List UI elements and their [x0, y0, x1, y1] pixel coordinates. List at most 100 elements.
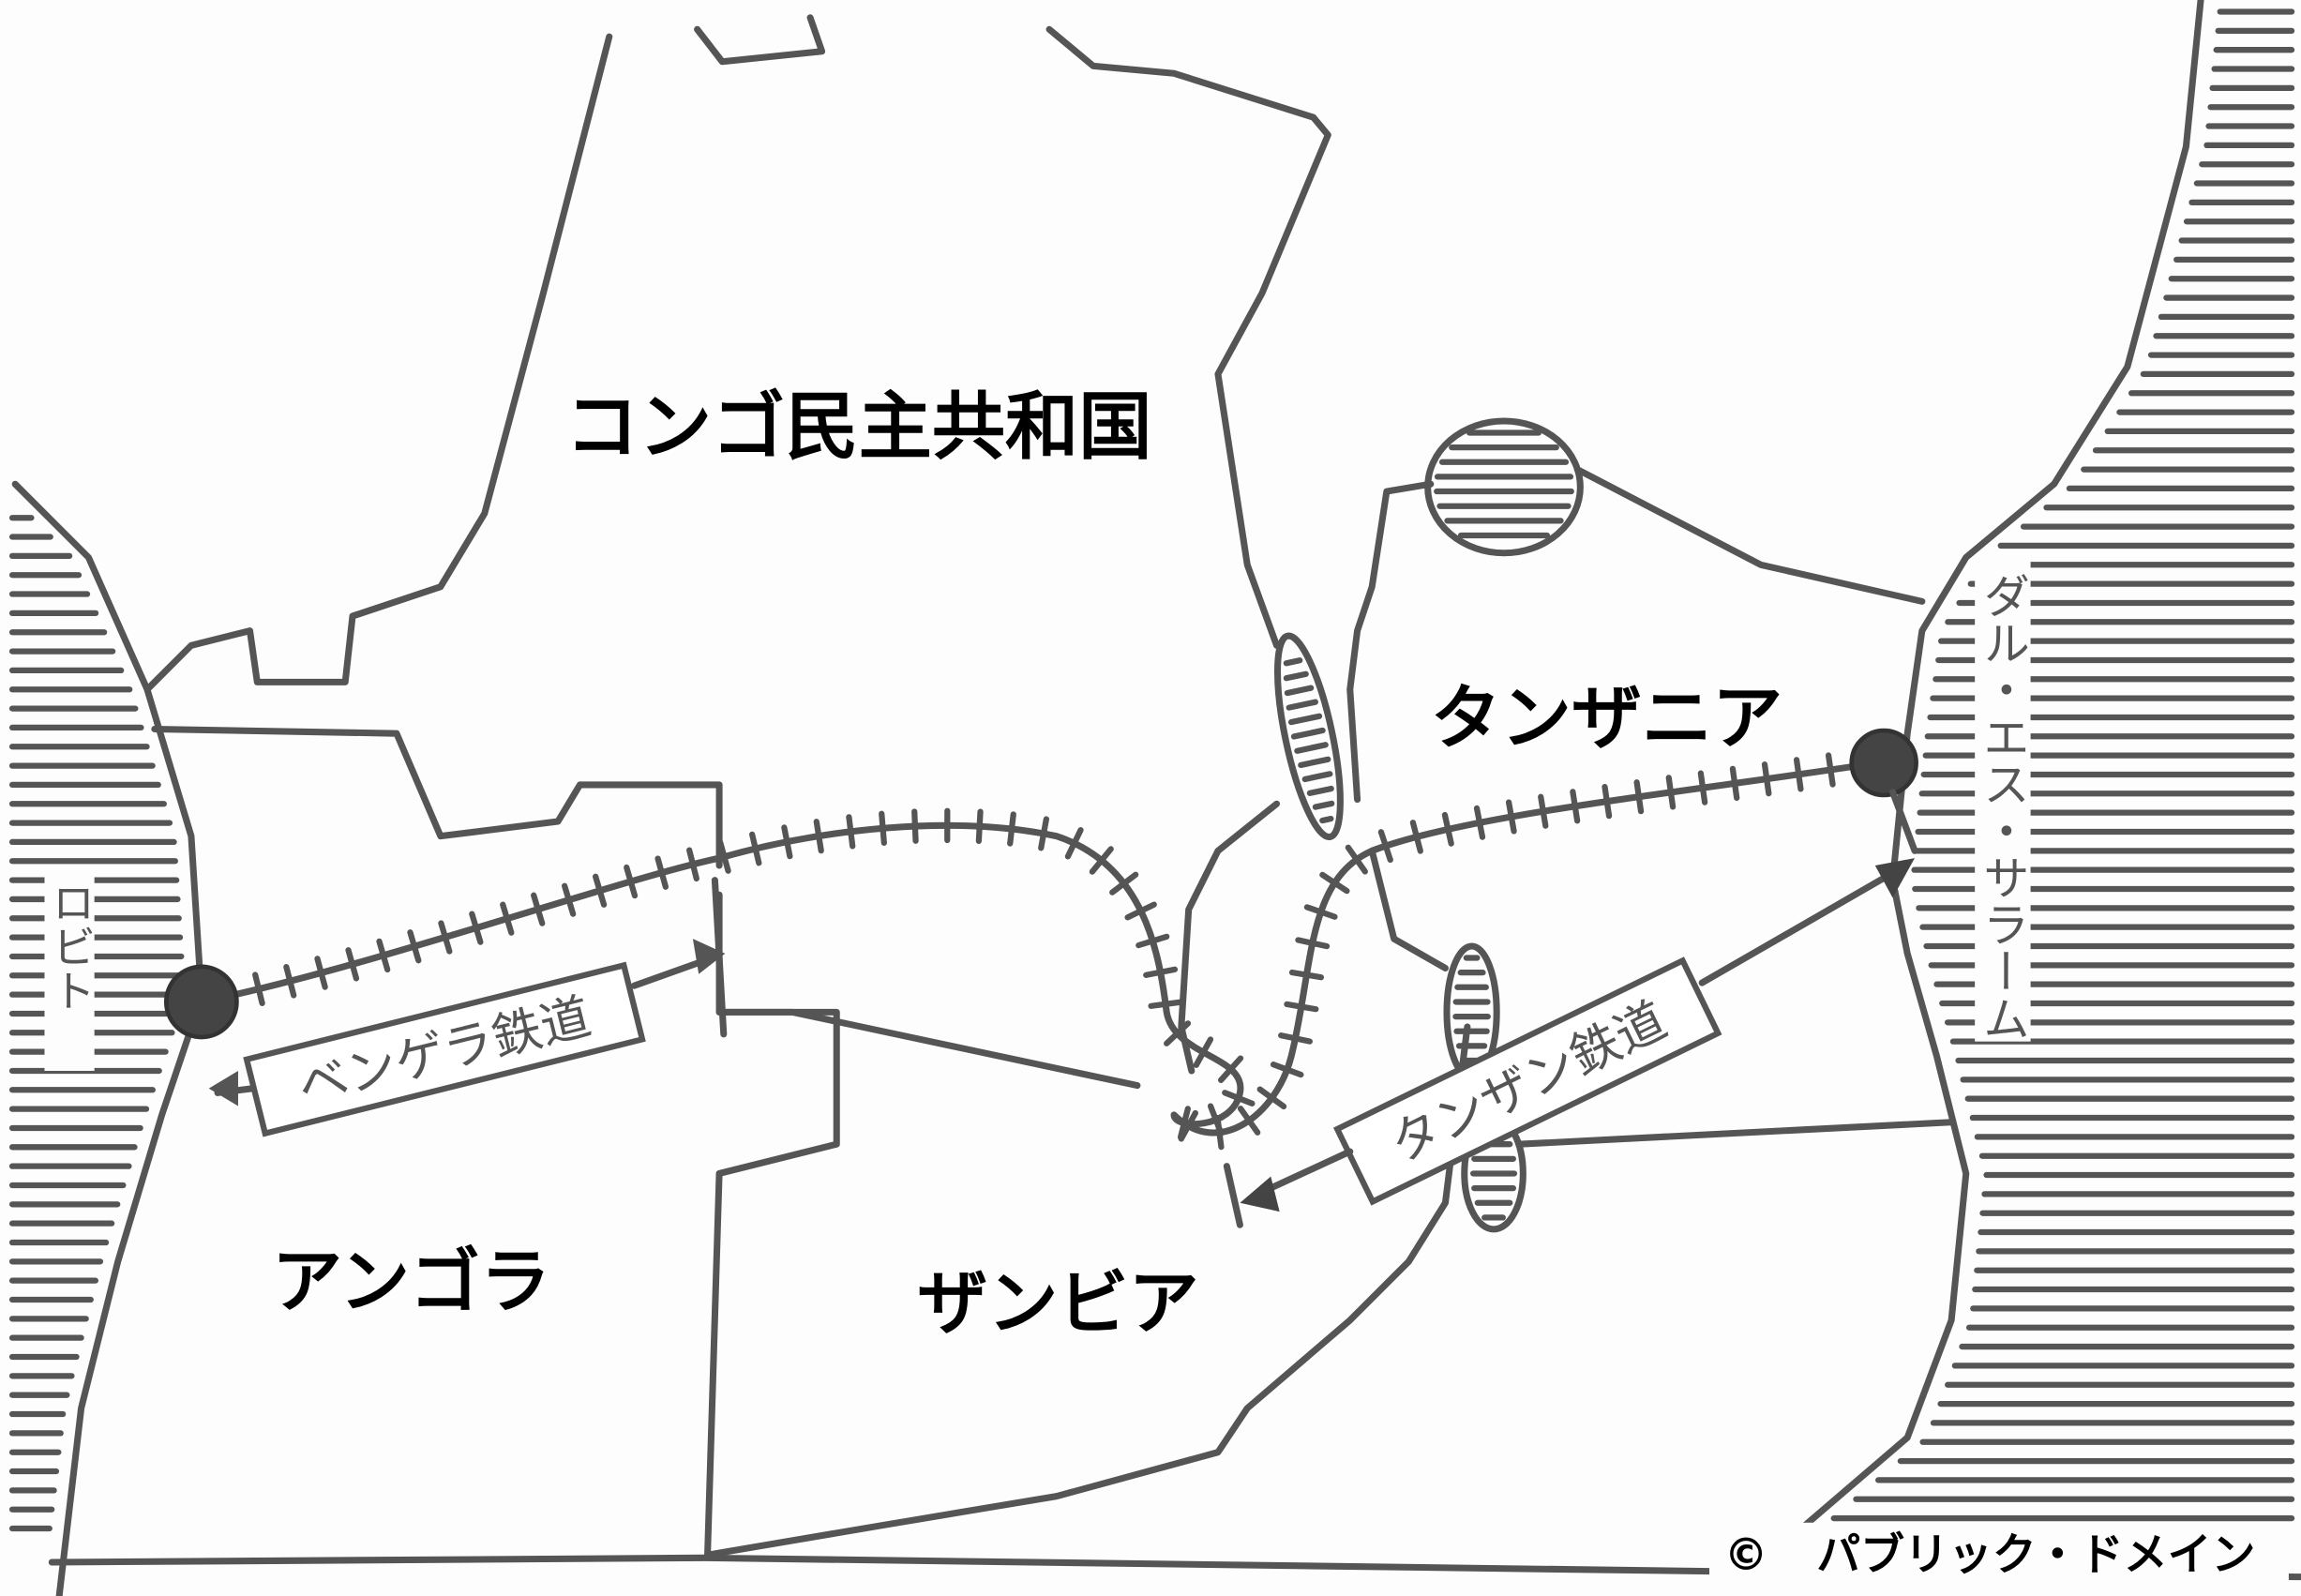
- railway-tie: [252, 971, 265, 1007]
- tazara-end-mark: [1223, 1163, 1243, 1228]
- railway-tie: [593, 873, 608, 908]
- lake-hatching: [1283, 657, 1335, 824]
- railway-tie: [975, 808, 984, 845]
- railway-tie: [1148, 999, 1183, 1009]
- railway-tie: [1143, 966, 1179, 978]
- railway-tie: [717, 839, 731, 874]
- arrowhead-right-icon: [692, 939, 726, 974]
- lake-hatch-line: [1298, 756, 1331, 769]
- railway-tie: [813, 819, 824, 854]
- railway-tie: [1345, 844, 1368, 875]
- railway-ties: [252, 752, 1836, 1151]
- railway-tie: [1214, 1114, 1225, 1151]
- lake-tanganyika: [1273, 632, 1344, 841]
- railway-tie: [1256, 1086, 1287, 1110]
- railway-tie: [1278, 1032, 1313, 1045]
- railway-tie: [1217, 1055, 1244, 1083]
- railway-tie: [1038, 816, 1049, 851]
- arrowhead-left-icon: [1240, 1176, 1280, 1212]
- label-drc: コンゴ民主共和国: [565, 384, 1152, 470]
- railway-tie: [1665, 775, 1677, 810]
- railway-tie: [1473, 805, 1486, 840]
- lake-hatching: [1434, 429, 1574, 539]
- label-dar-es-salaam: ダル・エス・サラーム: [1976, 572, 2030, 1042]
- copyright-icon: ©: [1724, 1529, 1768, 1581]
- railway-tie: [1319, 871, 1350, 895]
- railway-tie: [345, 947, 360, 982]
- railway-tie: [781, 824, 793, 860]
- railway-tie: [1377, 829, 1393, 864]
- tanzania-kenya-border: [1573, 466, 1926, 605]
- lake-hatch-line: [1294, 742, 1329, 754]
- mozambique-border: [1515, 1119, 1955, 1148]
- railway-tie: [531, 892, 546, 926]
- railway-tie: [1793, 757, 1804, 792]
- railway-tie: [911, 808, 919, 844]
- railway-tie: [469, 911, 484, 945]
- railway-tie: [654, 855, 669, 890]
- railway-tie: [686, 847, 699, 882]
- railway-tie: [1825, 752, 1836, 788]
- tanzania-north-border: [1346, 480, 1435, 804]
- lake-hatch-line: [1283, 657, 1303, 667]
- railway-tie: [1089, 846, 1114, 875]
- drc-east-border: [1045, 25, 1331, 649]
- railway-tie: [879, 810, 887, 847]
- railway-tie: [1538, 793, 1549, 829]
- railway-tie: [1124, 901, 1157, 921]
- railway-tie: [1303, 904, 1338, 920]
- railway-tie: [1270, 1061, 1304, 1078]
- lake-victoria: [1424, 417, 1584, 557]
- lake-hatch-line: [1319, 815, 1334, 824]
- zambia-drc-border: [715, 1008, 1141, 1090]
- drc-zambia-curve: [1178, 800, 1281, 1075]
- railway-tie: [1697, 770, 1708, 806]
- drc-top-border: [694, 14, 826, 66]
- arrowhead-left-icon: [208, 1070, 238, 1107]
- railway-tie: [1761, 761, 1772, 797]
- lake-hatch-line: [1286, 699, 1318, 711]
- railway-tie: [1237, 1106, 1261, 1136]
- label-angola: アンゴラ: [272, 1240, 550, 1322]
- railway-tie: [1109, 871, 1139, 896]
- railway-tie: [1602, 784, 1613, 820]
- railway-tie: [1178, 1109, 1198, 1142]
- angola-zambia-border: [704, 891, 840, 1558]
- railway-tie: [1007, 811, 1016, 847]
- lake-hatch-line: [1301, 771, 1333, 783]
- lake-hatch-line: [1287, 713, 1323, 726]
- label-lobito: ロビト: [44, 881, 96, 1013]
- railway-tie: [500, 901, 515, 936]
- railway-tie: [1193, 1036, 1214, 1068]
- lake-hatch-line: [1306, 785, 1334, 796]
- railway-tie: [1064, 827, 1084, 860]
- zambia-tanzania-border: [1368, 847, 1449, 971]
- dar-es-salaam-station: [1849, 728, 1918, 798]
- tazara-arrow-line-right: [1698, 873, 1889, 986]
- railway-tie: [1288, 969, 1325, 981]
- label-tanzania: タンザニア: [1431, 677, 1782, 760]
- angola-drc-border: [151, 725, 723, 869]
- railway-tie: [438, 920, 453, 955]
- lake-hatch-line: [1284, 685, 1315, 697]
- drc-west-border: [143, 33, 613, 693]
- credit-text: パブリック・ドメイン: [1816, 1529, 2255, 1581]
- railway-tie: [1135, 933, 1170, 949]
- railway-tie: [1409, 820, 1423, 854]
- zambia-south-border: [704, 1023, 1471, 1558]
- railway-tie: [376, 938, 391, 973]
- tazara-railway-label: タンザン鉄道: [1332, 956, 1722, 1206]
- benguela-railway-label: ベンゲラ鉄道: [243, 961, 646, 1137]
- railway-tie: [1729, 765, 1740, 802]
- railway-tie: [749, 831, 762, 866]
- benguela-railway-text: ベンゲラ鉄道: [293, 987, 597, 1116]
- lake-hatch-line: [1283, 670, 1309, 682]
- benguela-end-mark: [711, 877, 728, 1038]
- railway-tie: [283, 964, 297, 999]
- lake-hatch-line: [1290, 727, 1326, 740]
- railway-tie: [1633, 779, 1645, 815]
- tazara-pointer: [1889, 789, 1918, 854]
- railway-tie: [1222, 1090, 1256, 1107]
- lobito-station: [163, 964, 239, 1040]
